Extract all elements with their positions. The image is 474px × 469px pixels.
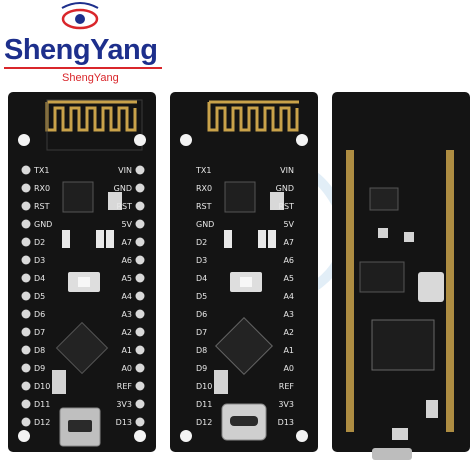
board2-right-labels: VIN GND RST 5V A7 A6 A5 A4 A3 A2 A1 A0 R… xyxy=(276,166,295,427)
svg-text:D4: D4 xyxy=(196,274,207,283)
svg-text:TX1: TX1 xyxy=(195,166,211,175)
svg-text:RST: RST xyxy=(116,202,132,211)
svg-text:GND: GND xyxy=(34,220,52,229)
svg-text:A0: A0 xyxy=(283,364,294,373)
svg-text:A2: A2 xyxy=(283,328,294,337)
svg-text:RX0: RX0 xyxy=(196,184,212,193)
svg-text:GND: GND xyxy=(114,184,132,193)
svg-text:D10: D10 xyxy=(196,382,212,391)
svg-text:VIN: VIN xyxy=(280,166,294,175)
svg-text:RST: RST xyxy=(34,202,50,211)
svg-text:D9: D9 xyxy=(34,364,45,373)
svg-text:D6: D6 xyxy=(34,310,45,319)
svg-text:A3: A3 xyxy=(283,310,294,319)
board1-right-labels: VIN GND RST 5V A7 A6 A5 A4 A3 A2 A1 A0 R… xyxy=(114,166,133,427)
svg-text:TX1: TX1 xyxy=(33,166,49,175)
board2-left-labels: TX1 RX0 RST GND D2 D3 D4 D5 D6 D7 D8 D9 … xyxy=(195,166,214,427)
board1-left-pins xyxy=(21,165,31,427)
svg-text:D6: D6 xyxy=(196,310,207,319)
svg-text:D9: D9 xyxy=(196,364,207,373)
svg-text:REF: REF xyxy=(117,382,133,391)
svg-text:RST: RST xyxy=(196,202,212,211)
brand-subtitle: ShengYang xyxy=(62,72,119,84)
board-back xyxy=(332,92,470,460)
brand-logo: ShengYang ShengYang xyxy=(0,0,190,90)
svg-text:D7: D7 xyxy=(196,328,207,337)
svg-text:RX0: RX0 xyxy=(34,184,50,193)
svg-text:VIN: VIN xyxy=(118,166,132,175)
svg-text:A0: A0 xyxy=(121,364,132,373)
svg-text:5V: 5V xyxy=(121,220,132,229)
svg-text:A5: A5 xyxy=(283,274,294,283)
board1-left-labels: TX1 RX0 RST GND D2 D3 D4 D5 D6 D7 D8 D9 … xyxy=(33,166,52,427)
svg-text:D3: D3 xyxy=(196,256,207,265)
board-front-microusb xyxy=(8,92,156,452)
svg-text:3V3: 3V3 xyxy=(116,400,132,409)
svg-text:A6: A6 xyxy=(121,256,132,265)
svg-text:A5: A5 xyxy=(121,274,132,283)
svg-text:REF: REF xyxy=(279,382,295,391)
svg-text:RST: RST xyxy=(278,202,294,211)
svg-text:D12: D12 xyxy=(196,418,212,427)
board-front-typec xyxy=(170,92,318,452)
svg-text:A4: A4 xyxy=(283,292,294,301)
svg-text:D8: D8 xyxy=(196,346,207,355)
eye-icon xyxy=(61,2,99,30)
svg-text:D8: D8 xyxy=(34,346,45,355)
svg-text:D12: D12 xyxy=(34,418,50,427)
svg-text:A3: A3 xyxy=(121,310,132,319)
svg-text:D2: D2 xyxy=(196,238,207,247)
svg-text:D13: D13 xyxy=(116,418,132,427)
svg-text:D11: D11 xyxy=(34,400,50,409)
svg-text:GND: GND xyxy=(196,220,214,229)
svg-text:D10: D10 xyxy=(34,382,50,391)
svg-text:D4: D4 xyxy=(34,274,45,283)
svg-text:A6: A6 xyxy=(283,256,294,265)
svg-text:D2: D2 xyxy=(34,238,45,247)
svg-text:3V3: 3V3 xyxy=(278,400,294,409)
svg-text:D3: D3 xyxy=(34,256,45,265)
svg-text:D11: D11 xyxy=(196,400,212,409)
svg-text:A1: A1 xyxy=(121,346,132,355)
board1-right-pins xyxy=(135,165,145,427)
svg-text:D5: D5 xyxy=(34,292,45,301)
brand-name: ShengYang xyxy=(4,34,158,66)
svg-text:A7: A7 xyxy=(121,238,132,247)
brand-divider xyxy=(4,67,162,69)
svg-text:D7: D7 xyxy=(34,328,45,337)
svg-text:A1: A1 xyxy=(283,346,294,355)
svg-text:D5: D5 xyxy=(196,292,207,301)
svg-text:D13: D13 xyxy=(278,418,294,427)
svg-text:A2: A2 xyxy=(121,328,132,337)
svg-text:5V: 5V xyxy=(283,220,294,229)
svg-text:A4: A4 xyxy=(121,292,132,301)
svg-text:A7: A7 xyxy=(283,238,294,247)
svg-text:GND: GND xyxy=(276,184,294,193)
